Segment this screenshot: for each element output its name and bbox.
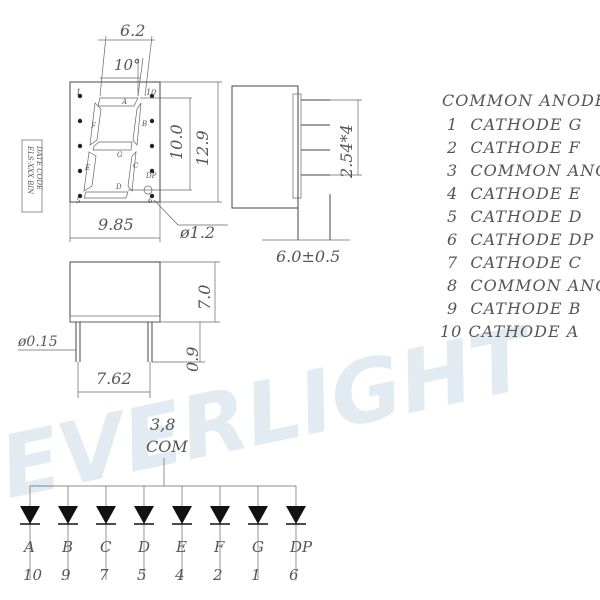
label-pin10: 10 xyxy=(146,88,156,97)
dim-height-a: 10.0 xyxy=(167,124,186,160)
segment-e-outline xyxy=(83,151,97,192)
diode-symbol xyxy=(20,506,40,524)
diode-segment-label: A xyxy=(22,538,35,556)
label-pin1: 1 xyxy=(76,88,81,97)
dim-pitch: 2.54*4 xyxy=(337,124,356,179)
diode-segment-label: G xyxy=(252,538,264,556)
pin-list-item: 5 CATHODE D xyxy=(447,207,582,226)
side-view-body xyxy=(231,85,299,209)
dim-height-b: 12.9 xyxy=(193,130,212,166)
pin-list-title: COMMON ANODE xyxy=(442,91,600,110)
pin-list-item: 7 CATHODE C xyxy=(447,253,582,272)
side-label-line1: ELS-XXX BIN xyxy=(26,145,34,195)
dim-width-top: 6.2 xyxy=(120,21,145,40)
diode-symbol xyxy=(96,506,116,524)
diode-segment-label: B xyxy=(61,538,73,556)
bottom-view-body xyxy=(69,261,161,323)
diode-pin-label: 1 xyxy=(251,566,261,584)
pin-dot xyxy=(149,193,155,199)
pin-dot xyxy=(77,118,83,124)
segment-c-outline xyxy=(127,151,137,192)
pin-list-item: 6 CATHODE DP xyxy=(447,230,594,249)
dim-angle: 10° xyxy=(114,56,141,74)
label-seg-dp: DP xyxy=(145,172,157,180)
diode-pin-label: 7 xyxy=(99,566,109,584)
dim-side-height: 7.0 xyxy=(195,285,214,310)
pin-list-item: 3 COMMON ANODE xyxy=(447,161,600,180)
diode-array: A 10 B 9 C 7 D 5 E 4 F 2 G 1 DP 6 xyxy=(20,486,313,584)
pin-dot xyxy=(149,93,155,99)
label-seg-g: G xyxy=(117,151,123,159)
label-seg-a: A xyxy=(121,98,127,106)
label-seg-f: F xyxy=(90,122,97,130)
side-label-line2: DATE CODE xyxy=(35,145,43,190)
pin-dot xyxy=(77,168,83,174)
segment-a-outline xyxy=(97,97,139,107)
dim-width-bottom: 9.85 xyxy=(98,215,134,234)
diode-symbol xyxy=(134,506,154,524)
pin-dot xyxy=(77,143,83,149)
pin-dot xyxy=(149,168,155,174)
diode-symbol xyxy=(210,506,230,524)
segment-f-outline xyxy=(89,102,102,146)
pin-list-item: 9 CATHODE B xyxy=(447,299,581,318)
segment-g-outline xyxy=(92,141,133,151)
schematic-com-pins: 3,8 xyxy=(150,415,175,434)
schematic: 3,8 COM A 10 B 9 C 7 D 5 E 4 F 2 G 1 DP 6 xyxy=(20,415,313,584)
diode-pin-label: 4 xyxy=(174,566,185,584)
diode-symbol xyxy=(248,506,268,524)
dim-pin-diameter: ø1.2 xyxy=(179,223,215,242)
diode-pin-label: 6 xyxy=(289,566,299,584)
pin-list-item: 4 CATHODE E xyxy=(446,184,581,203)
pin-dot xyxy=(77,93,83,99)
side-view: 2.54*4 6.0±0.5 xyxy=(231,85,362,266)
pin-list-item: 10 CATHODE A xyxy=(440,322,579,341)
segment-b-outline xyxy=(132,102,142,146)
label-seg-b: B xyxy=(141,120,147,128)
diode-segment-label: DP xyxy=(289,538,313,556)
pin-dot xyxy=(77,193,83,199)
label-pin5: 5 xyxy=(76,197,81,205)
diode-symbol xyxy=(58,506,78,524)
label-seg-c: C xyxy=(133,162,139,170)
pin-list-item: 1 CATHODE G xyxy=(447,115,582,134)
bottom-view: 7.0 0.9 ø0.15 7.62 xyxy=(17,261,220,398)
diode-segment-label: E xyxy=(175,538,187,556)
pin-list-item: 2 CATHODE F xyxy=(446,138,581,157)
diode-segment-label: D xyxy=(137,538,150,556)
schematic-com-label: COM xyxy=(146,437,188,456)
diode-pin-label: 9 xyxy=(61,566,71,584)
label-pin6: 6 xyxy=(148,197,153,205)
pin-list-item: 8 COMMON ANODE xyxy=(447,276,600,295)
pin-dot xyxy=(149,143,155,149)
diode-segment-label: C xyxy=(100,538,112,556)
dim-depth: 6.0±0.5 xyxy=(276,247,340,266)
front-view-outline xyxy=(69,81,161,203)
diode-pin-label: 5 xyxy=(137,566,147,584)
segment-d-outline xyxy=(83,191,129,199)
pin-dot xyxy=(149,118,155,124)
diode-pin-label: 10 xyxy=(23,566,43,584)
diode-segment-label: F xyxy=(213,538,225,556)
diode-symbol xyxy=(172,506,192,524)
label-seg-d: D xyxy=(115,183,122,191)
dim-lead-diameter: ø0.15 xyxy=(17,334,58,350)
diode-symbol xyxy=(286,506,306,524)
diode-pin-label: 2 xyxy=(212,566,223,584)
front-view: 1 10 A F B G E C D DP 5 6 ELS-XXX BIN DA… xyxy=(21,21,228,242)
dim-lead-length: 0.9 xyxy=(183,347,202,372)
pin-list: COMMON ANODE 1 CATHODE G 2 CATHODE F 3 C… xyxy=(440,91,600,341)
label-seg-e: E xyxy=(84,164,90,172)
dim-row-spacing: 7.62 xyxy=(96,369,132,388)
